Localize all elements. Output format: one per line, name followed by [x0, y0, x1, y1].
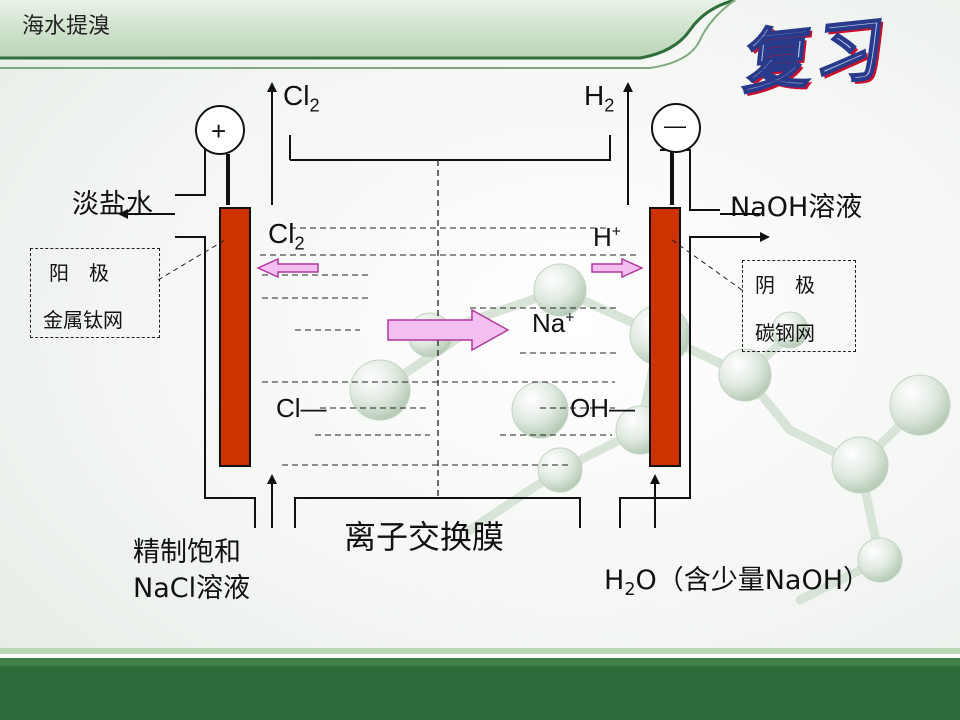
outlet-dilute-brine: 淡盐水 — [72, 189, 153, 220]
left-outlet-upper — [175, 170, 206, 196]
left-bottom — [204, 470, 256, 528]
inlet-channel — [294, 497, 581, 528]
species-h-plus: H+ — [593, 222, 621, 252]
inlet-left-line1: 精制饱和 — [133, 537, 241, 568]
left-wall — [175, 236, 206, 470]
cathode-sign: — — [664, 113, 686, 138]
cl-migration-arrow — [256, 257, 319, 279]
species-na-plus: Na+ — [532, 308, 575, 338]
species-cl2: Cl2 — [268, 218, 305, 254]
h-migration-arrow — [591, 257, 644, 279]
inlet-arrowhead-right — [650, 474, 660, 484]
cathode-info-box: 阴 极 碳钢网 — [742, 260, 856, 352]
footer-band — [0, 648, 960, 720]
inlet-arrowhead-left — [267, 474, 277, 484]
anode-sign: + — [211, 116, 227, 146]
anode-box-material: 金属钛网 — [43, 308, 123, 332]
anode-plate — [219, 207, 251, 467]
h2-arrowhead — [623, 82, 633, 92]
inlet-left-line2: NaCl溶液 — [133, 573, 251, 604]
cathode-terminal — [651, 103, 701, 153]
na-migration-arrow — [387, 308, 510, 352]
outlet-arrowhead-right — [760, 232, 770, 242]
anode-info-box: 阳 极 金属钛网 — [30, 248, 160, 338]
cathode-box-material: 碳钢网 — [755, 321, 815, 345]
anode-terminal — [195, 105, 245, 155]
page-title: 海水提溴 — [22, 14, 111, 39]
outlet-arrowhead-left — [118, 209, 128, 219]
top-cap — [290, 135, 611, 161]
header-band — [0, 0, 736, 69]
cathode-wire — [660, 149, 691, 195]
inlet-right-label: H2O（含少量NaOH） — [604, 565, 871, 601]
membrane-label: 离子交换膜 — [344, 518, 505, 556]
gas-cl2-label: Cl2 — [283, 80, 320, 116]
species-oh-minus: OH— — [570, 393, 635, 423]
anode-box-title: 阳 极 — [49, 261, 109, 285]
gas-h2-label: H2 — [584, 80, 615, 116]
cathode-plate — [649, 207, 681, 467]
outlet-naoh: NaOH溶液 — [730, 192, 863, 223]
species-cl-minus: Cl— — [276, 393, 327, 423]
cl2-arrowhead — [267, 82, 277, 92]
right-outlet-upper — [689, 195, 720, 211]
cathode-box-title: 阴 极 — [755, 273, 815, 297]
